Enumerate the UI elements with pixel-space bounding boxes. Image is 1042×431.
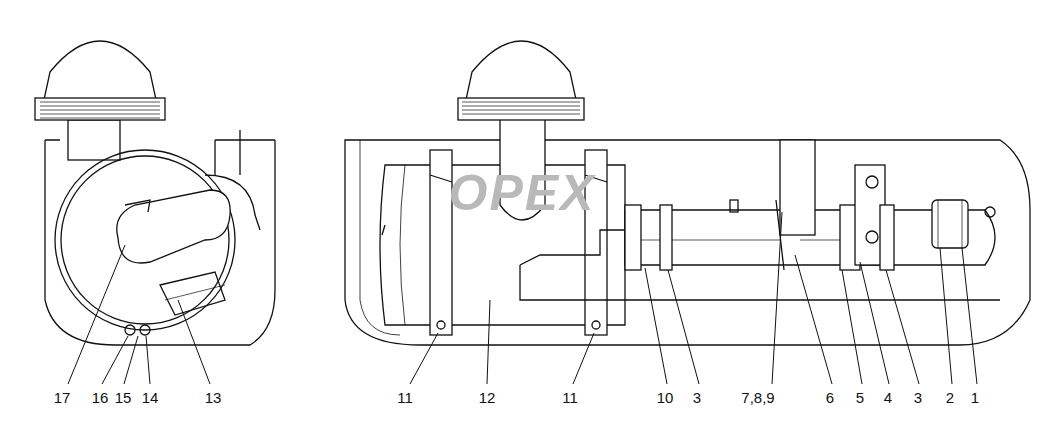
callout-number: 5 (856, 390, 864, 405)
callout-number: 14 (142, 390, 159, 405)
watermark: OPEX (449, 168, 596, 218)
front-view (345, 41, 1030, 345)
callout-number: 1 (971, 390, 979, 405)
callout-number: 12 (479, 390, 496, 405)
callout-number: 15 (115, 390, 132, 405)
callout-number: 7,8,9 (741, 390, 774, 405)
callout-number: 6 (826, 390, 834, 405)
callout-number: 4 (884, 390, 892, 405)
callout-number: 13 (205, 390, 222, 405)
side-view (35, 41, 275, 345)
leader-lines (68, 212, 977, 384)
callout-number: 3 (693, 390, 701, 405)
callout-number: 16 (92, 390, 109, 405)
callout-number: 17 (54, 390, 71, 405)
callout-number: 3 (914, 390, 922, 405)
callout-number: 11 (397, 390, 413, 405)
callout-number: 10 (657, 390, 674, 405)
callout-number: 11 (562, 390, 578, 405)
callout-number: 2 (946, 390, 954, 405)
